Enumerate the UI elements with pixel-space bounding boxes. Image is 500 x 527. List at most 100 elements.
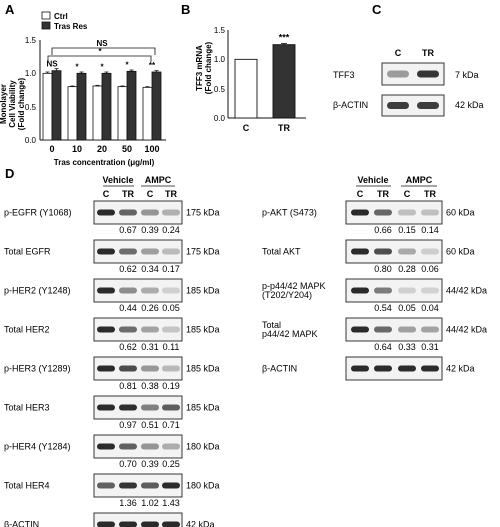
blot-ratio-value: 0.54: [374, 303, 392, 313]
blot-membrane: [93, 512, 183, 527]
blot-ratio-value: 0.80: [374, 264, 392, 274]
chart-a-xtick-label: 0: [49, 144, 54, 154]
chart-b-ytick-label: 0.0: [214, 114, 226, 123]
blot-ratio-value: 0.14: [421, 225, 439, 235]
blot-ratio-value: 0.70: [119, 459, 137, 469]
blot-membrane: [93, 473, 183, 498]
blot-band: [398, 365, 416, 372]
bracket-label-star: *: [98, 47, 102, 56]
blot-row-label: p-HER3 (Y1289): [4, 364, 71, 374]
blot-membrane: [93, 356, 183, 381]
chart-a-bars: NS*****: [42, 60, 162, 141]
chart-a-legend: Ctrl Tras Res: [41, 11, 88, 31]
blot-row-kda: 60 kDa: [446, 247, 475, 257]
bar-tras-res: [76, 72, 87, 141]
blot-membrane: [93, 434, 183, 459]
blot-d-left-group-vehicle: Vehicle: [102, 175, 133, 185]
blot-membrane: [345, 278, 443, 303]
significance-label: *: [100, 62, 104, 71]
chart-a-xtick-label: 10: [72, 144, 82, 154]
blot-band: [351, 248, 369, 255]
bar-tras-res: [151, 71, 162, 141]
blot-band: [162, 287, 180, 294]
blot-ratio-value: 0.28: [398, 264, 416, 274]
legend-swatch-ctrl: [41, 11, 51, 20]
blot-band: [351, 209, 369, 216]
blot-ratio-value: 0.71: [162, 420, 180, 430]
blot-ratio-value: 0.11: [163, 342, 180, 352]
bar-tr: [272, 44, 296, 119]
blot-band: [119, 365, 137, 372]
panel-a-letter: A: [5, 2, 15, 17]
blot-d-right-col-label: C: [404, 189, 411, 199]
bar-tras-res: [51, 70, 62, 141]
panel-b: B TFF3 mRNA (Fold change) 0.0 0.5 1.0 1.…: [181, 2, 306, 133]
blot-membrane: [93, 200, 183, 225]
blot-band: [162, 365, 180, 372]
blot-band: [351, 326, 369, 333]
blot-row-kda: 180 kDa: [186, 442, 220, 452]
blot-c-col-label: TR: [422, 48, 434, 58]
blot-ratio-value: 0.34: [141, 264, 159, 274]
blot-membrane: [345, 200, 443, 225]
significance-label: NS: [46, 60, 58, 69]
blot-band: [162, 404, 180, 411]
bracket-tras-res: [51, 47, 156, 55]
blot-band: [97, 404, 115, 411]
blot-ratio-value: 0.64: [374, 342, 392, 352]
blot-ratio-value: 0.38: [141, 381, 159, 391]
blot-row-label: Total HER3: [4, 403, 50, 413]
chart-a-ylabel-line-1: Monolayer: [0, 84, 8, 124]
panel-c-letter: C: [372, 2, 382, 17]
blot-ratio-value: 0.39: [141, 225, 159, 235]
chart-b-ytick-label: 0.5: [214, 85, 226, 94]
blot-band: [141, 287, 159, 294]
blot-row-kda: 44/42 kDa: [446, 325, 487, 335]
blot-band: [97, 287, 115, 294]
chart-a-ytick-label: 1.5: [25, 36, 37, 45]
blot-band: [374, 365, 392, 372]
blot-band: [97, 521, 115, 527]
blot-c-col-label: C: [395, 48, 402, 58]
chart-b-xtick-label: TR: [278, 123, 290, 133]
blot-ratio-value: 0.19: [162, 381, 180, 391]
chart-a-ylabel-line-2: Cell Viability: [8, 80, 17, 128]
blot-membrane: [345, 356, 443, 381]
blot-band: [421, 326, 439, 333]
blot-d-right-group-vehicle: Vehicle: [357, 175, 388, 185]
blot-band: [119, 482, 137, 489]
chart-a-ylabel-line-3: (Fold change): [17, 77, 26, 130]
blot-ratio-value: 0.06: [421, 264, 439, 274]
blot-band: [162, 443, 180, 450]
blot-ratio-value: 1.36: [119, 498, 137, 508]
legend-swatch-tras-res: [41, 21, 51, 30]
blot-row-kda: 185 kDa: [186, 286, 220, 296]
blot-ratio-value: 0.44: [119, 303, 137, 313]
blot-ratio-value: 1.02: [141, 498, 159, 508]
blot-d-left-col-label: TR: [165, 189, 177, 199]
blot-ratio-value: 0.66: [374, 225, 392, 235]
bar-ctrl: [42, 72, 53, 141]
blot-ratio-value: 0.05: [162, 303, 180, 313]
blot-c-row-label: β-ACTIN: [333, 100, 368, 110]
blot-band: [141, 248, 159, 255]
blot-row-label: p-HER2 (Y1248): [4, 286, 71, 296]
blot-ratio-value: 0.39: [141, 459, 159, 469]
blot-band: [141, 326, 159, 333]
blot-row-label: p-p44/42 MAPK: [262, 281, 326, 291]
blot-c-row-label: TFF3: [333, 70, 355, 80]
chart-b-bars: ***: [234, 32, 296, 119]
blot-band: [398, 326, 416, 333]
blot-band: [398, 287, 416, 294]
chart-b-y-ticks: 0.0 0.5 1.0 1.5: [214, 26, 226, 123]
blot-ratio-value: 0.26: [141, 303, 159, 313]
blot-ratio-value: 0.81: [119, 381, 137, 391]
blot-ratio-value: 0.04: [421, 303, 439, 313]
chart-a-ytick-label: 1.0: [25, 69, 37, 78]
blot-band: [162, 209, 180, 216]
blot-row-label: p44/42 MAPK: [262, 329, 318, 339]
chart-a-xtick-label: 50: [122, 144, 132, 154]
blot-row-label: p-EGFR (Y1068): [4, 208, 72, 218]
